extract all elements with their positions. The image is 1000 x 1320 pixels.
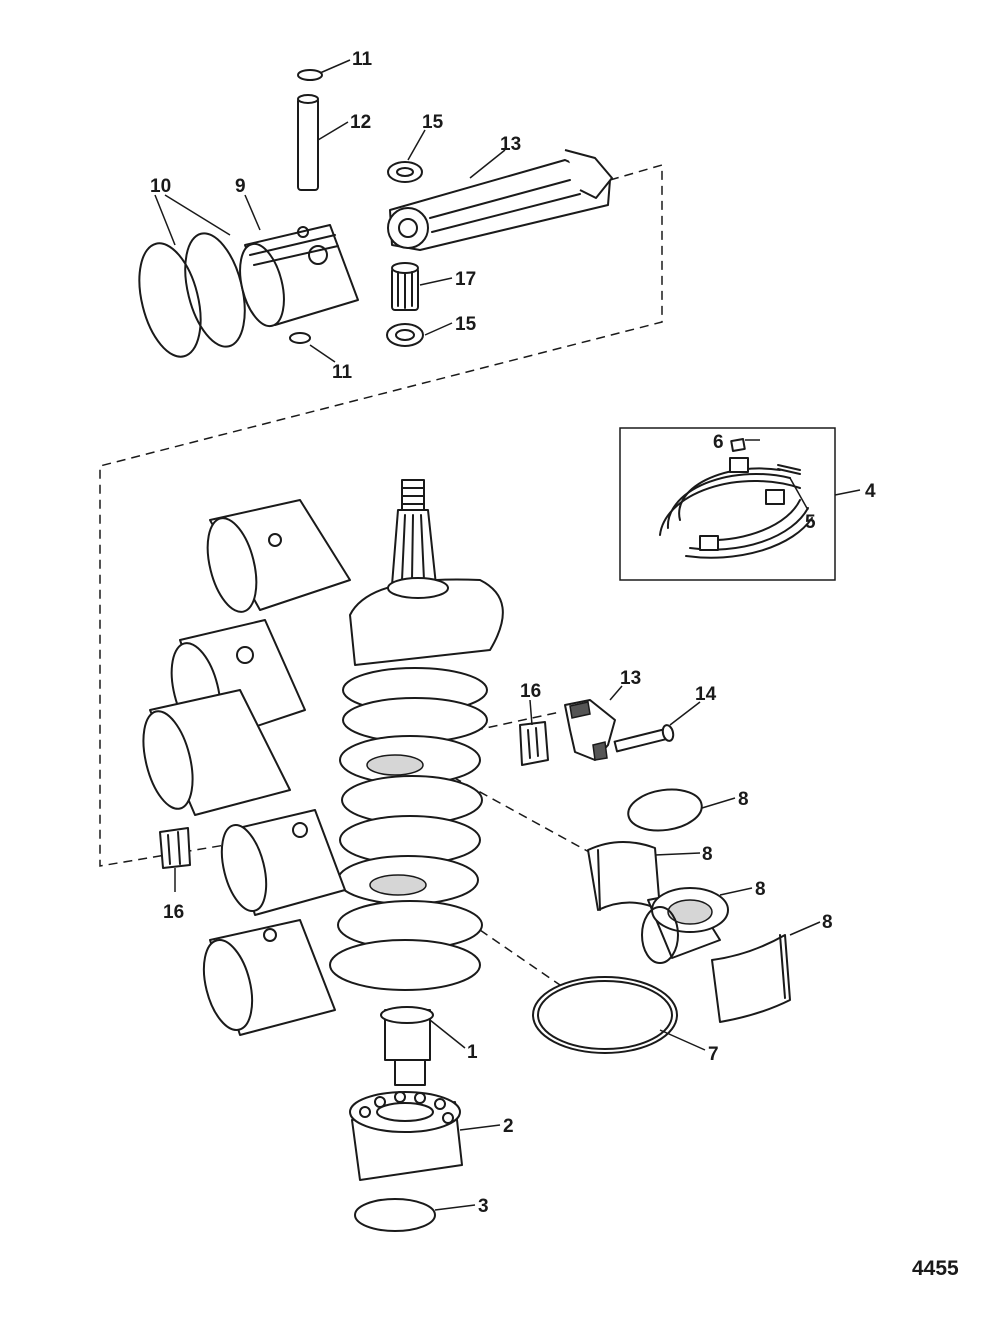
callout-12: 12 [350, 112, 371, 133]
piston-top [239, 224, 359, 328]
needle-bearing-cage-lower [159, 827, 191, 869]
bearing-retaining-ring [627, 788, 703, 832]
callout-16-left: 16 [163, 902, 184, 923]
callout-16-right: 16 [520, 681, 541, 702]
callout-8-bearing: 8 [755, 879, 766, 900]
figure-number: 4455 [912, 1257, 959, 1280]
callout-11-bottom: 11 [332, 362, 353, 383]
leader-lines [154, 59, 861, 1211]
crankshaft [329, 479, 504, 1086]
callout-14: 14 [695, 684, 717, 705]
piston-pin-circlip-bottom [289, 332, 311, 344]
assembled-piston-4 [220, 809, 346, 916]
callout-2: 2 [503, 1116, 514, 1137]
callout-9: 9 [235, 176, 246, 197]
callout-4: 4 [865, 481, 876, 502]
rod-cap-bolt [613, 724, 675, 753]
callout-6: 6 [713, 432, 724, 453]
piston-pin [297, 94, 319, 191]
piston-pin-circlip-top [297, 69, 323, 81]
connecting-rod-top [387, 149, 613, 251]
assembly-dashed-outline [99, 164, 663, 867]
ball-bearing [349, 1091, 463, 1181]
retaining-pin [777, 464, 801, 475]
locating-dowel [730, 438, 746, 452]
callout-labels: 11 12 15 13 10 9 17 15 11 6 5 4 16 13 14… [150, 49, 876, 1217]
assembled-piston-1 [206, 499, 351, 613]
needle-bearing-cage-upper [519, 721, 549, 766]
callout-15-top: 15 [422, 112, 444, 133]
callout-5: 5 [805, 512, 816, 533]
bearing-race-half-lower [711, 934, 791, 1023]
connecting-rod-cap [564, 699, 616, 761]
assembled-piston-3 [142, 689, 291, 816]
piston-rings [138, 232, 246, 358]
assembled-piston-5 [202, 919, 336, 1036]
center-main-bearing-ring [659, 457, 813, 559]
thrust-washer-bottom [386, 323, 424, 347]
seal-ring-inset-box [619, 427, 836, 581]
callout-8-ring: 8 [738, 789, 749, 810]
callout-8-race-lower: 8 [822, 912, 833, 933]
callout-11-top: 11 [352, 49, 373, 70]
callout-15-bottom: 15 [455, 314, 477, 335]
crankshaft-retaining-ring [532, 976, 678, 1054]
callout-10: 10 [150, 176, 171, 197]
needle-bearing-small [391, 262, 419, 311]
callout-1: 1 [467, 1042, 478, 1063]
alignment-dashed-line-lower [479, 929, 561, 986]
callout-13-top: 13 [500, 134, 521, 155]
callout-13-cap: 13 [620, 668, 641, 689]
callout-3: 3 [478, 1196, 489, 1217]
thrust-washer-top [387, 161, 423, 183]
needle-bearing-large [641, 887, 729, 964]
callout-7: 7 [708, 1044, 719, 1065]
callout-17: 17 [455, 269, 476, 290]
bearing-snap-ring [354, 1198, 436, 1232]
callout-8-race-upper: 8 [702, 844, 713, 865]
